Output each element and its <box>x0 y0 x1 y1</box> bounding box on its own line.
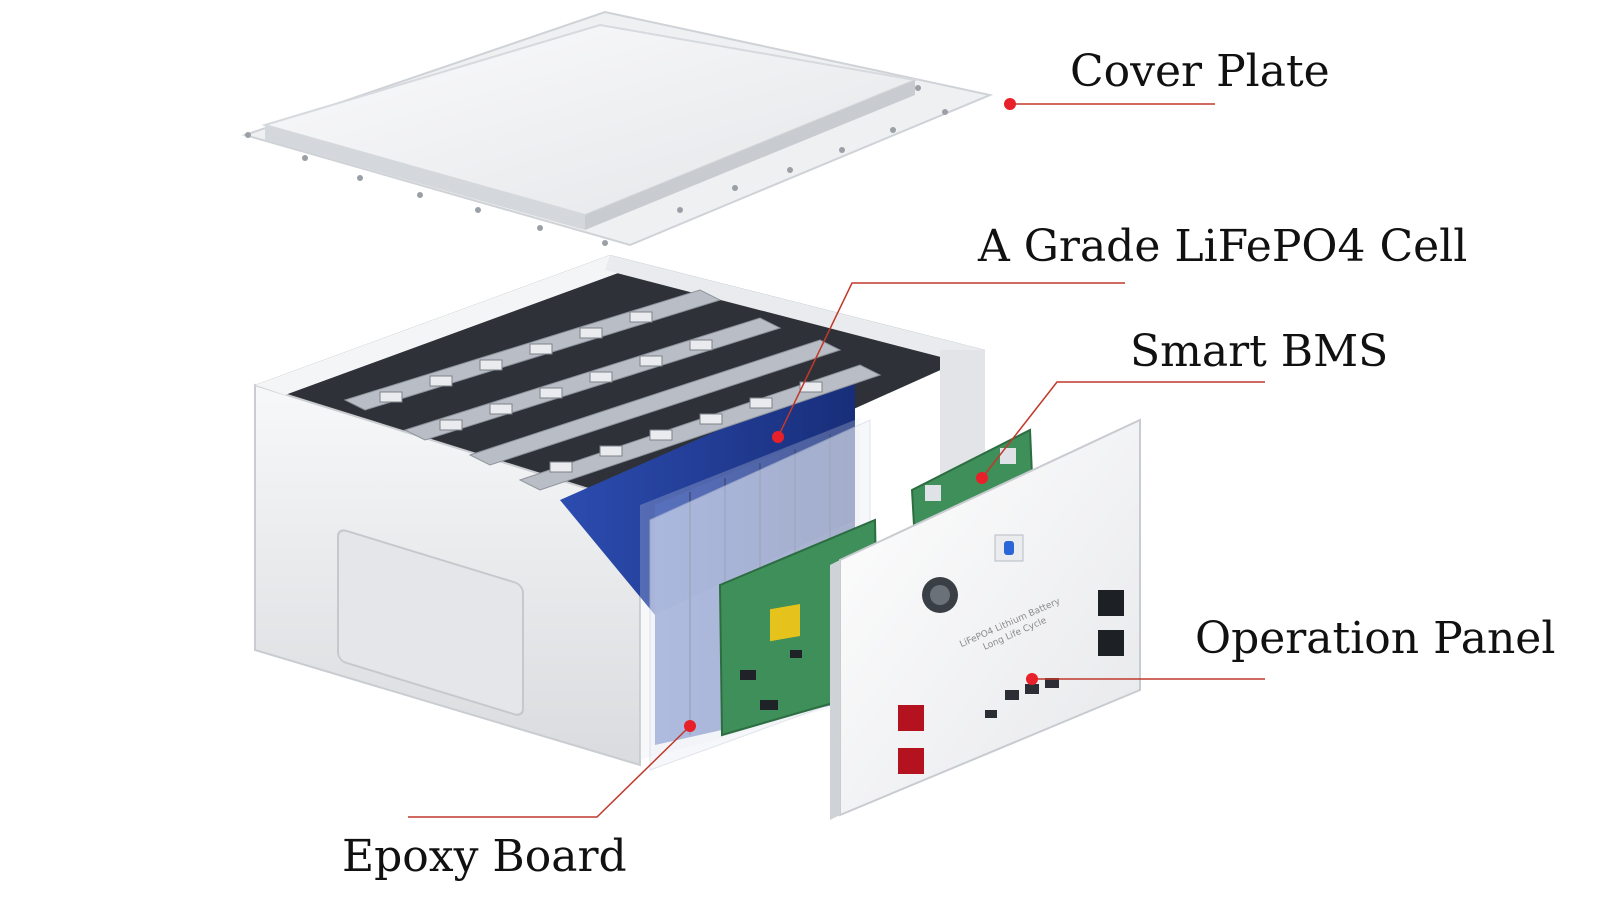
marker-panel <box>1026 673 1038 685</box>
label-lifepo4-cell: A Grade LiFePO4 Cell <box>978 221 1468 272</box>
marker-epoxy <box>684 720 696 732</box>
label-operation-panel: Operation Panel <box>1195 613 1556 664</box>
marker-cell <box>772 431 784 443</box>
leader-lines <box>408 103 1265 818</box>
operation-panel <box>830 418 1141 820</box>
leader-cell <box>777 282 1125 438</box>
marker-cover <box>1004 98 1016 110</box>
battery-enclosure <box>254 255 985 767</box>
marker-bms <box>976 472 988 484</box>
leader-epoxy <box>408 725 691 818</box>
label-epoxy-board: Epoxy Board <box>342 831 627 882</box>
label-smart-bms: Smart BMS <box>1130 326 1389 377</box>
callout-markers <box>684 98 1038 732</box>
leader-bms <box>981 381 1265 479</box>
label-cover-plate: Cover Plate <box>1070 46 1330 97</box>
cover-plate <box>241 10 994 247</box>
